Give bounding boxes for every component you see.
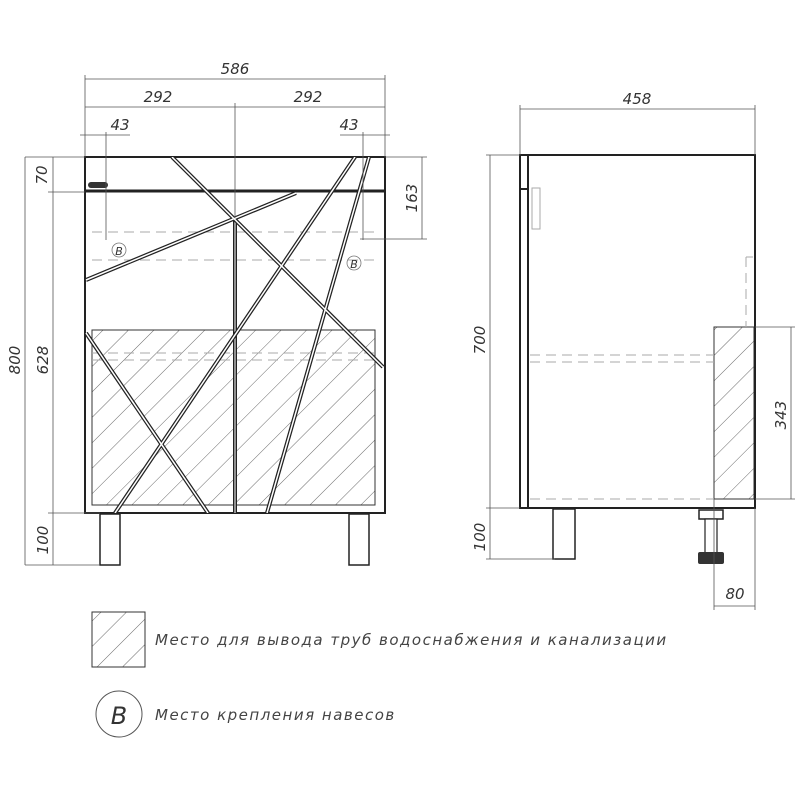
legend-hinge-letter: B bbox=[111, 702, 127, 730]
dim-overall-height: 800 bbox=[6, 346, 24, 375]
dim-overall-width: 586 bbox=[221, 60, 250, 78]
dim-hinge-height: 163 bbox=[403, 184, 421, 213]
side-dimension-lines bbox=[486, 105, 795, 610]
dim-leg-height-front: 100 bbox=[34, 526, 52, 555]
side-view: 458 700 343 100 80 bbox=[471, 90, 795, 610]
front-dimension-lines bbox=[24, 75, 427, 566]
handle bbox=[88, 182, 108, 188]
legend-hinge-label: Место крепления навесов bbox=[155, 706, 396, 724]
dim-door-height: 628 bbox=[34, 346, 52, 375]
dim-pipe-zone-height: 343 bbox=[772, 401, 790, 430]
dim-top-drawer-height: 70 bbox=[33, 165, 51, 184]
leg-right bbox=[348, 513, 370, 566]
leg-left bbox=[99, 513, 121, 566]
door-pattern bbox=[85, 157, 385, 513]
dim-hinge-offset-left: 43 bbox=[110, 116, 129, 134]
legend: Место для вывода труб водоснабжения и ка… bbox=[91, 611, 668, 738]
dim-half-width-left: 292 bbox=[144, 88, 173, 106]
dim-depth: 458 bbox=[623, 90, 652, 108]
legend-pipe-zone-label: Место для вывода труб водоснабжения и ка… bbox=[155, 631, 668, 649]
front-view: B B 586 292 292 43 43 70 163 800 628 100 bbox=[6, 60, 427, 566]
dim-half-width-right: 292 bbox=[294, 88, 323, 106]
adjustable-foot bbox=[698, 509, 724, 564]
dim-leg-height-side: 100 bbox=[471, 523, 489, 552]
legend-hatch-swatch bbox=[91, 611, 146, 668]
cabinet-body-side bbox=[519, 154, 756, 509]
dim-hinge-offset-right: 43 bbox=[339, 116, 358, 134]
dim-body-height: 700 bbox=[471, 326, 489, 355]
legend-hinge-symbol bbox=[95, 690, 143, 738]
dim-pipe-zone-depth: 80 bbox=[725, 585, 744, 603]
hinge-marker-right: B bbox=[350, 258, 358, 271]
leg-side bbox=[552, 508, 576, 560]
hinge-marker-left: B bbox=[115, 245, 123, 258]
pipe-zone-side bbox=[713, 326, 755, 500]
